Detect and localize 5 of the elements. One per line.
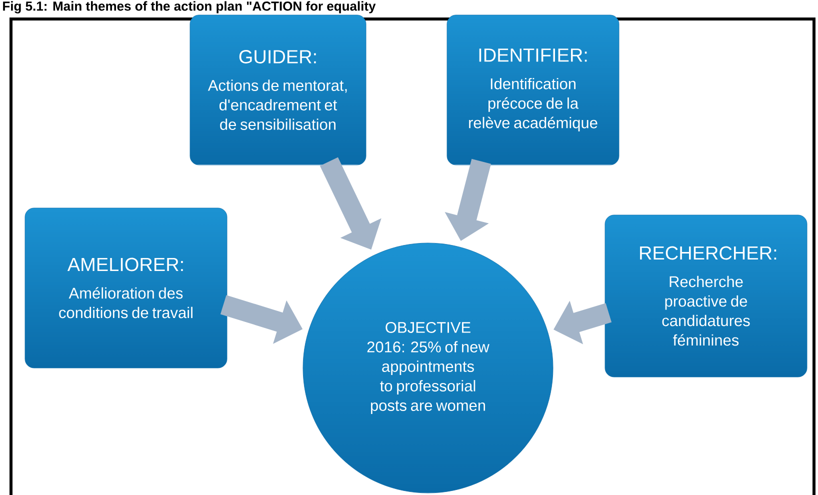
theme-box: GUIDER: Actions de mentorat, d'encadrement et de sensibilisation — [190, 14, 366, 166]
theme-box: RECHERCHER: Recherche proactive de candidatures féminines — [604, 214, 808, 378]
theme-box: IDENTIFIER: Identification précoce de la relève académique — [446, 14, 620, 166]
figure-title: Fig 5.1: Main themes of the action plan "ACTION for equality — [3, 1, 376, 14]
theme-box: AMELIORER: Amélioration des conditions de travail — [24, 208, 228, 368]
